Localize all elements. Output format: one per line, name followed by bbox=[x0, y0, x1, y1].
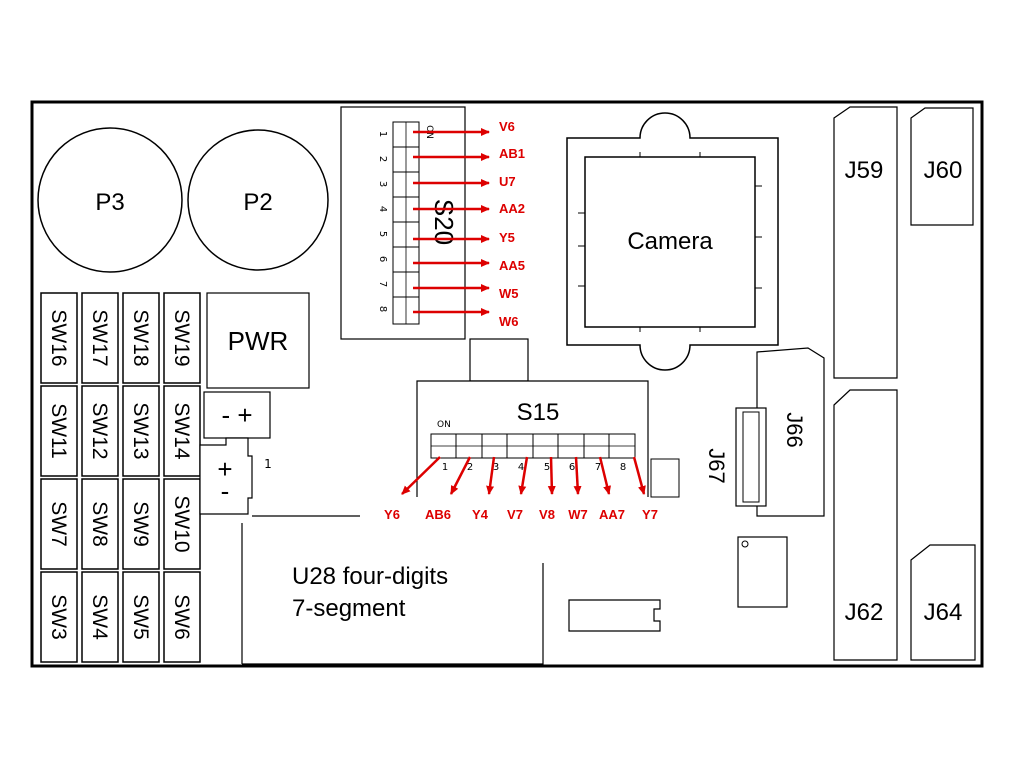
s15-pin-7: 7 bbox=[595, 462, 601, 473]
switch-sw6: SW6 bbox=[170, 594, 193, 640]
s15-pin-1: 1 bbox=[442, 462, 448, 473]
s20-pin-3: 3 bbox=[377, 181, 388, 187]
s20-pin-1: 1 bbox=[377, 131, 388, 137]
s15-signal-arrows bbox=[401, 456, 646, 495]
dip-switch-s15: S15 ON 1 2 3 4 5 6 7 8 bbox=[384, 380, 658, 522]
s20-signal-y5: Y5 bbox=[499, 230, 515, 245]
switch-sw4: SW4 bbox=[88, 594, 111, 640]
s15-signal-labels: Y6 AB6 Y4 V7 V8 W7 AA7 Y7 bbox=[384, 507, 658, 522]
s20-pin-4: 4 bbox=[377, 206, 388, 212]
camera-label: Camera bbox=[627, 228, 713, 255]
pwr-label: PWR bbox=[228, 326, 289, 356]
s15-pin-6: 6 bbox=[569, 462, 575, 473]
connector-j62: J62 bbox=[833, 389, 898, 661]
s15-signal-ab6: AB6 bbox=[425, 507, 451, 522]
s20-signal-u7: U7 bbox=[499, 174, 516, 189]
s20-pin-8: 8 bbox=[377, 306, 388, 312]
switch-sw10: SW10 bbox=[170, 495, 193, 552]
s20-label: S20 bbox=[429, 199, 459, 245]
pwr-polarity-top: - + bbox=[221, 400, 252, 430]
switch-sw9: SW9 bbox=[129, 501, 152, 547]
pwr-pin-one: 1 bbox=[264, 457, 272, 471]
pwr-polarity-minus: - bbox=[221, 476, 230, 506]
switch-sw13: SW13 bbox=[129, 402, 152, 459]
switch-sw18: SW18 bbox=[129, 309, 152, 366]
switch-sw5: SW5 bbox=[129, 594, 152, 640]
j59-label: J59 bbox=[845, 157, 884, 184]
small-ic bbox=[737, 536, 788, 608]
s15-pin-5: 5 bbox=[544, 462, 550, 473]
s15-pin-numbers: 1 2 3 4 5 6 7 8 bbox=[442, 462, 626, 473]
s15-on-text: ON bbox=[437, 420, 451, 430]
display-u28: U28 four-digits 7-segment bbox=[241, 515, 544, 665]
pot-p2-label: P2 bbox=[243, 189, 272, 216]
s20-signal-w5: W5 bbox=[499, 286, 519, 301]
s20-pin-2: 2 bbox=[377, 156, 388, 162]
j64-label: J64 bbox=[924, 599, 963, 626]
s15-signal-y4: Y4 bbox=[472, 507, 489, 522]
s20-signal-arrows bbox=[413, 128, 490, 316]
s15-signal-v8: V8 bbox=[539, 507, 555, 522]
s15-signal-w7: W7 bbox=[568, 507, 588, 522]
small-chip bbox=[568, 599, 661, 632]
pot-p3: P3 bbox=[37, 127, 183, 273]
s15-signal-y6: Y6 bbox=[384, 507, 400, 522]
s20-signal-aa5: AA5 bbox=[499, 258, 525, 273]
switch-sw3: SW3 bbox=[47, 594, 70, 640]
s15-pin-8: 8 bbox=[620, 462, 626, 473]
s15-signal-v7: V7 bbox=[507, 507, 523, 522]
switch-grid: SW16 SW17 SW18 SW19 SW11 SW12 SW13 SW14 … bbox=[40, 292, 201, 663]
j67-label: J67 bbox=[704, 448, 729, 483]
switch-sw14: SW14 bbox=[170, 402, 193, 460]
power-section: PWR - + + - 1 bbox=[199, 292, 310, 515]
small-component bbox=[650, 458, 680, 498]
s15-signal-y7: Y7 bbox=[642, 507, 658, 522]
camera-module: Camera bbox=[566, 112, 779, 371]
switch-sw11: SW11 bbox=[47, 403, 70, 459]
s20-pin-numbers: 1 2 3 4 5 6 7 8 bbox=[377, 131, 388, 312]
s20-signal-w6: W6 bbox=[499, 314, 519, 329]
switch-sw7: SW7 bbox=[47, 501, 70, 547]
u28-label-line2: 7-segment bbox=[292, 595, 406, 622]
dip-switch-s20: S20 ON 1 2 3 4 5 6 7 8 V6 AB1 U7 AA2 bbox=[340, 106, 525, 340]
pot-p2: P2 bbox=[187, 129, 329, 271]
s20-signal-ab1: AB1 bbox=[499, 146, 525, 161]
switch-sw17: SW17 bbox=[88, 309, 111, 366]
s20-signal-aa2: AA2 bbox=[499, 201, 525, 216]
u28-label-line1: U28 four-digits bbox=[292, 563, 448, 590]
s15-pin-3: 3 bbox=[493, 462, 499, 473]
j60-label: J60 bbox=[924, 157, 963, 184]
s15-signal-aa7: AA7 bbox=[599, 507, 625, 522]
s15-pin-2: 2 bbox=[467, 462, 473, 473]
switch-sw16: SW16 bbox=[47, 309, 70, 366]
connector-j60: J60 bbox=[910, 107, 974, 226]
j62-label: J62 bbox=[845, 599, 884, 626]
s20-signal-labels: V6 AB1 U7 AA2 Y5 AA5 W5 W6 bbox=[499, 119, 525, 329]
connector-j64: J64 bbox=[910, 544, 976, 661]
s20-pin-5: 5 bbox=[377, 231, 388, 237]
j66-label: J66 bbox=[782, 412, 807, 447]
connector-j59: J59 bbox=[833, 106, 898, 379]
switch-sw8: SW8 bbox=[88, 501, 111, 547]
s20-s15-link bbox=[469, 338, 529, 382]
s20-signal-v6: V6 bbox=[499, 119, 515, 134]
s15-pin-4: 4 bbox=[518, 462, 524, 473]
switch-sw12: SW12 bbox=[88, 402, 111, 459]
s20-pin-7: 7 bbox=[377, 281, 388, 287]
s15-label: S15 bbox=[517, 399, 560, 426]
s20-pin-6: 6 bbox=[377, 256, 388, 262]
pwr-polarity-plus: + bbox=[217, 454, 232, 484]
connector-j66: J66 bbox=[756, 347, 825, 517]
connector-j67: J67 bbox=[704, 407, 767, 507]
pot-p3-label: P3 bbox=[95, 189, 124, 216]
switch-sw19: SW19 bbox=[170, 309, 193, 366]
